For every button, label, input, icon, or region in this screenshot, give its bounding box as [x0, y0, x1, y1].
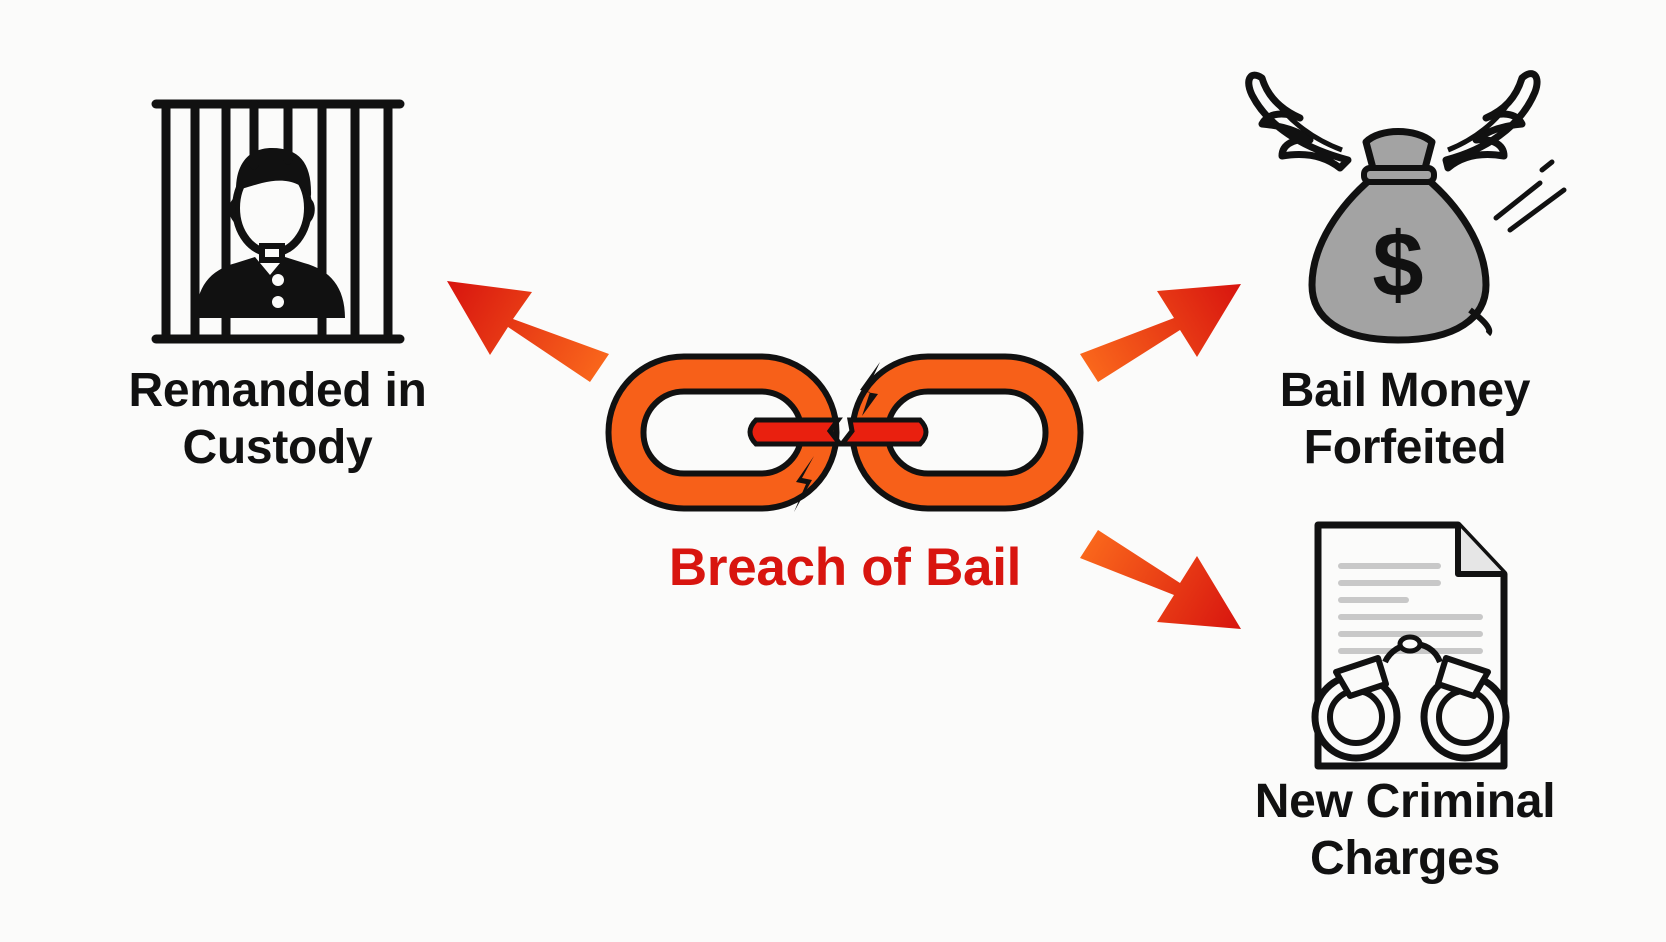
broken-chain-icon	[605, 353, 1084, 512]
arrow-to-new-charges	[1080, 530, 1241, 629]
money-bag-wings-icon: $	[1245, 70, 1567, 344]
outcome-label-line: Forfeited	[1303, 421, 1507, 474]
center-label-breach-of-bail: Breach of Bail	[600, 538, 1090, 598]
outcome-label-line: Charges	[1310, 832, 1500, 885]
outcome-label-bail-money-forfeited: Bail Money Forfeited	[1215, 362, 1595, 476]
document-handcuffs-icon	[1311, 521, 1510, 770]
svg-text:$: $	[1372, 214, 1423, 316]
center-label-text: Breach of Bail	[668, 538, 1022, 597]
outcome-label-line: Remanded in	[128, 364, 427, 417]
prison-bars-person-icon	[151, 99, 405, 344]
arrow-to-custody	[447, 281, 609, 382]
arrow-to-bail-money	[1080, 284, 1241, 382]
outcome-label-new-criminal-charges: New Criminal Charges	[1195, 773, 1615, 887]
outcome-label-line: Bail Money	[1279, 364, 1531, 417]
outcome-label-line: New Criminal	[1254, 775, 1556, 828]
outcome-label-remanded-in-custody: Remanded in Custody	[80, 362, 475, 476]
outcome-label-line: Custody	[182, 421, 373, 474]
